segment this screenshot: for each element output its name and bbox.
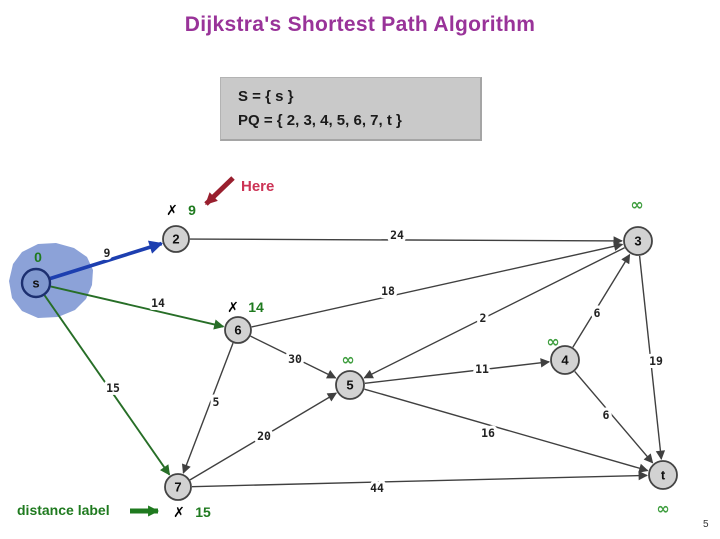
- edge-5-t: [364, 388, 649, 473]
- priority-queue-line: PQ = { 2, 3, 4, 5, 6, 7, t }: [238, 112, 402, 129]
- cross-mark-7: ✗: [173, 505, 185, 521]
- cross-mark-2: ✗: [166, 203, 178, 219]
- node-label-t: t: [661, 468, 666, 483]
- visited-set-line: S = { s }: [238, 88, 294, 105]
- visited-region-blob: [9, 243, 93, 318]
- edge-5-4: [364, 358, 551, 384]
- edge-weight-4-t: 6: [603, 408, 610, 422]
- node-label-3: 3: [634, 234, 641, 249]
- slide-title: Dijkstra's Shortest Path Algorithm: [184, 13, 536, 36]
- edge-weight-7-t: 44: [370, 481, 384, 495]
- edge-4-3: [572, 253, 631, 348]
- distance-value-2: 9: [188, 202, 196, 218]
- edge-weight-2-3: 24: [390, 228, 404, 242]
- distance-value-s: 0: [34, 249, 42, 265]
- edge-s-6: [50, 285, 225, 330]
- edge-weight-s-6: 14: [151, 296, 165, 310]
- edge-weight-s-7: 15: [106, 381, 120, 395]
- edge-7-5: [189, 392, 338, 481]
- node-circle-5: [335, 370, 365, 400]
- distance-value-7: 15: [195, 504, 211, 520]
- infinity-label-t: ∞: [656, 499, 669, 518]
- edge-6-5: [250, 335, 337, 379]
- edge-weight-6-5: 30: [288, 352, 302, 366]
- node-label-s: s: [32, 276, 39, 291]
- node-circle-6: [224, 316, 252, 344]
- node-circle-t: [648, 460, 678, 490]
- edge-6-7: [181, 342, 234, 474]
- node-label-5: 5: [346, 378, 353, 393]
- state-info-box: S = { s } PQ = { 2, 3, 4, 5, 6, 7, t }: [220, 77, 482, 141]
- edge-weight-6-7: 5: [213, 395, 220, 409]
- node-label-2: 2: [172, 232, 179, 247]
- edge-weight-3-t: 19: [649, 354, 663, 368]
- edge-weight-s-2: 9: [104, 246, 111, 260]
- infinity-label-4: ∞: [546, 332, 559, 351]
- edge-weight-6-3: 18: [381, 284, 395, 298]
- here-label: Here: [241, 178, 275, 195]
- infinity-label-3: ∞: [630, 195, 643, 214]
- distance-label-caption: distance label: [17, 502, 110, 518]
- edge-3-5: [363, 247, 625, 379]
- edge-weight-5-t: 16: [481, 426, 495, 440]
- edge-3-t: [638, 255, 666, 461]
- edge-6-3: [251, 241, 624, 328]
- edge-weight-5-4: 11: [475, 362, 489, 376]
- cross-mark-6: ✗: [227, 300, 239, 316]
- edge-7-t: [191, 470, 648, 488]
- infinity-label-5: ∞: [341, 350, 354, 369]
- page-number: 5: [703, 519, 709, 530]
- node-circle-3: [623, 226, 653, 256]
- edge-4-t: [574, 370, 654, 464]
- here-arrow: [204, 176, 235, 206]
- node-label-7: 7: [174, 480, 181, 495]
- node-circle-4: [550, 345, 580, 375]
- edge-s-7: [43, 294, 171, 476]
- edge-weight-4-3: 6: [594, 306, 601, 320]
- distance-value-6: 14: [248, 299, 264, 315]
- node-label-4: 4: [561, 353, 569, 368]
- edge-2-3: [189, 236, 623, 246]
- edge-s-2: [49, 240, 163, 281]
- node-label-6: 6: [234, 323, 241, 338]
- node-circle-s: [20, 267, 52, 299]
- node-circle-2: [162, 225, 190, 253]
- node-circle-7: [164, 473, 192, 501]
- edge-weight-3-5: 2: [480, 311, 487, 325]
- edge-weight-7-5: 20: [257, 429, 271, 443]
